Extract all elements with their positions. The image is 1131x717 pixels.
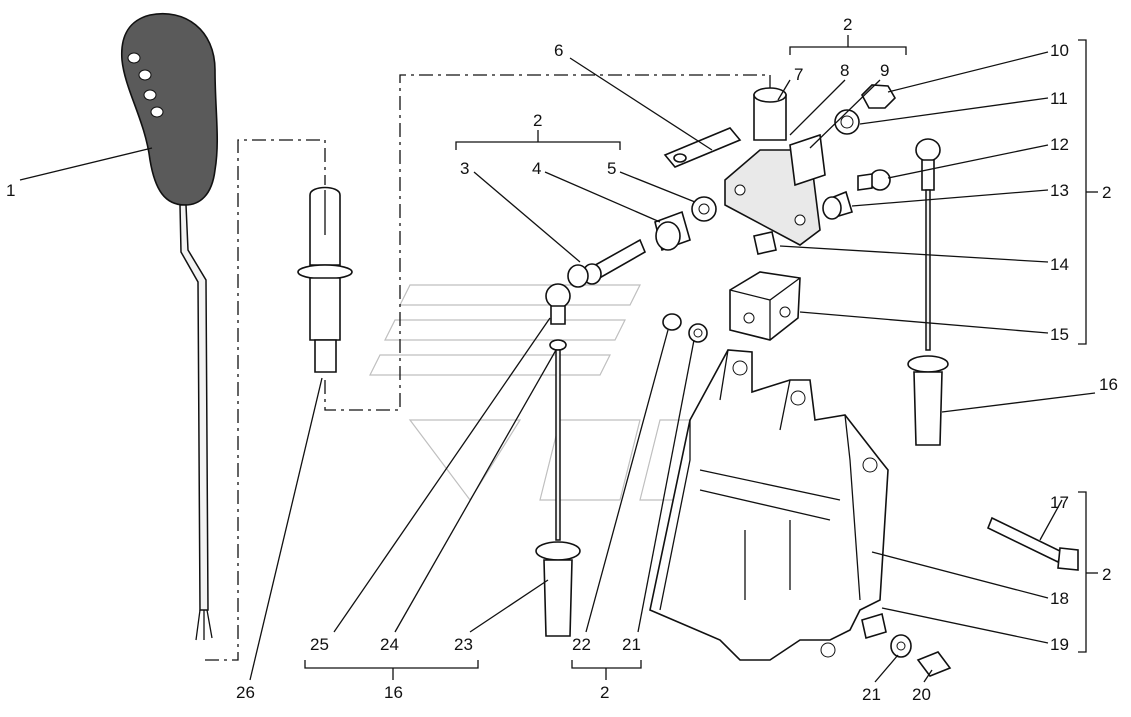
label-6: 6 [554, 41, 563, 60]
label-22: 22 [572, 635, 591, 654]
gear-lever-knob [121, 13, 219, 641]
label-21-right: 21 [862, 685, 881, 704]
shift-sleeve [297, 186, 353, 373]
label-12: 12 [1050, 135, 1069, 154]
label-13: 13 [1050, 181, 1069, 200]
pin-bushing-washer [567, 196, 717, 288]
selector-block [663, 87, 826, 246]
label-20: 20 [912, 685, 931, 704]
assembly-lines [205, 74, 771, 661]
part-number-labels: 1 2 2 2 2 2 3 4 5 6 7 8 9 10 11 12 13 14… [6, 15, 1118, 704]
right-shift-rod [907, 138, 949, 446]
label-21-left: 21 [622, 635, 641, 654]
cube-block [729, 271, 801, 341]
nut-washer [834, 84, 897, 135]
label-1: 1 [6, 181, 15, 200]
left-shift-rod [535, 283, 581, 637]
bolts [861, 516, 1079, 677]
label-16-right: 16 [1099, 375, 1118, 394]
label-8: 8 [840, 61, 849, 80]
main-bracket [649, 349, 889, 661]
label-2-right-lower: 2 [1102, 565, 1111, 584]
label-2-bottom: 2 [600, 683, 609, 702]
label-16-bottom: 16 [384, 683, 403, 702]
label-23: 23 [454, 635, 473, 654]
label-24: 24 [380, 635, 399, 654]
ball-pin-bush-plug [753, 169, 891, 255]
label-11: 11 [1050, 89, 1068, 108]
label-10: 10 [1050, 41, 1069, 60]
label-7: 7 [794, 65, 803, 84]
label-14: 14 [1050, 255, 1069, 274]
label-2-top-left: 2 [533, 111, 542, 130]
small-nut-washer [662, 313, 708, 343]
label-3: 3 [460, 159, 469, 178]
label-17: 17 [1050, 493, 1069, 512]
label-15: 15 [1050, 325, 1069, 344]
label-9: 9 [880, 61, 889, 80]
label-2-top-right: 2 [843, 15, 852, 34]
label-25: 25 [310, 635, 329, 654]
label-2-right-upper: 2 [1102, 183, 1111, 202]
label-26: 26 [236, 683, 255, 702]
label-19: 19 [1050, 635, 1069, 654]
label-18: 18 [1050, 589, 1069, 608]
label-4: 4 [532, 159, 541, 178]
group-brackets [304, 35, 1098, 680]
leader-lines [19, 51, 1096, 683]
label-5: 5 [607, 159, 616, 178]
